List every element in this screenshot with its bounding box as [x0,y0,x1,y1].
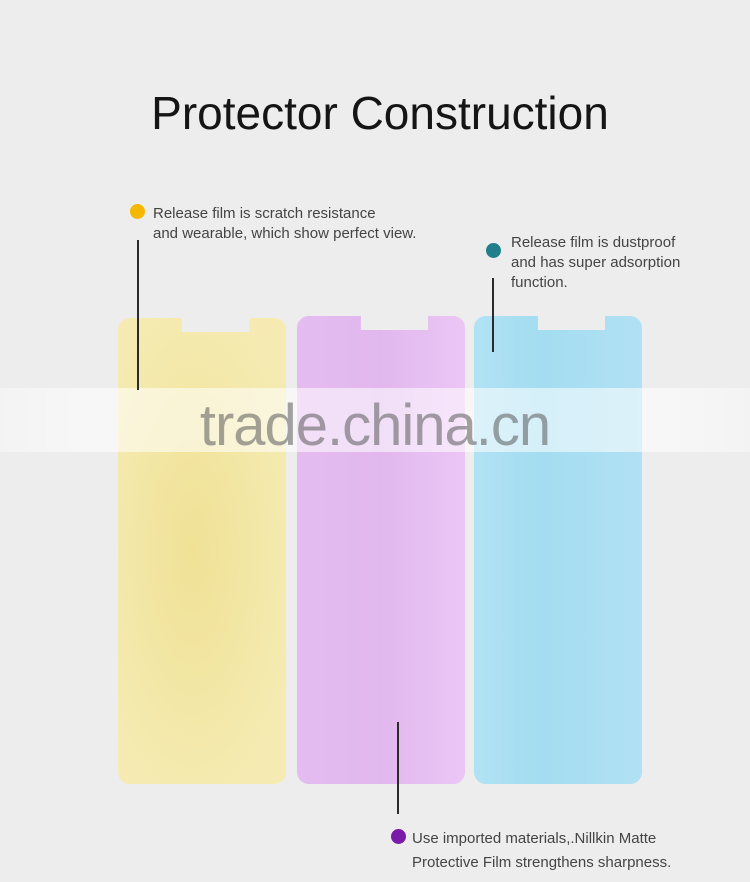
callout-line: and wearable, which show perfect view. [153,225,417,242]
page-title: Protector Construction [151,87,609,139]
callout-line: function. [511,274,568,291]
callout-imported-materials: Use imported materials,.Nillkin Matte Pr… [412,827,671,875]
pointer-line-purple [397,722,399,814]
callout-line: Protective Film strengthens sharpness. [412,854,672,871]
pointer-line-yellow [137,240,139,390]
watermark-band [0,388,750,452]
callout-scratch-resistance: Release film is scratch resistance and w… [153,204,416,244]
callout-line: Use imported materials,.Nillkin Matte [412,830,657,847]
yellow-dot-icon [130,204,145,219]
film-layer-blue [474,316,642,784]
purple-dot-icon [391,829,406,844]
pointer-line-teal [492,278,494,352]
callout-line: Release film is scratch resistance [153,205,376,222]
teal-dot-icon [486,243,501,258]
film-layer-purple [297,316,465,784]
callout-line: Release film is dustproof [511,234,676,251]
callout-dustproof: Release film is dustproof and has super … [511,233,680,293]
watermark-text: trade.china.cn [199,393,551,458]
callout-line: and has super adsorption [511,254,681,271]
